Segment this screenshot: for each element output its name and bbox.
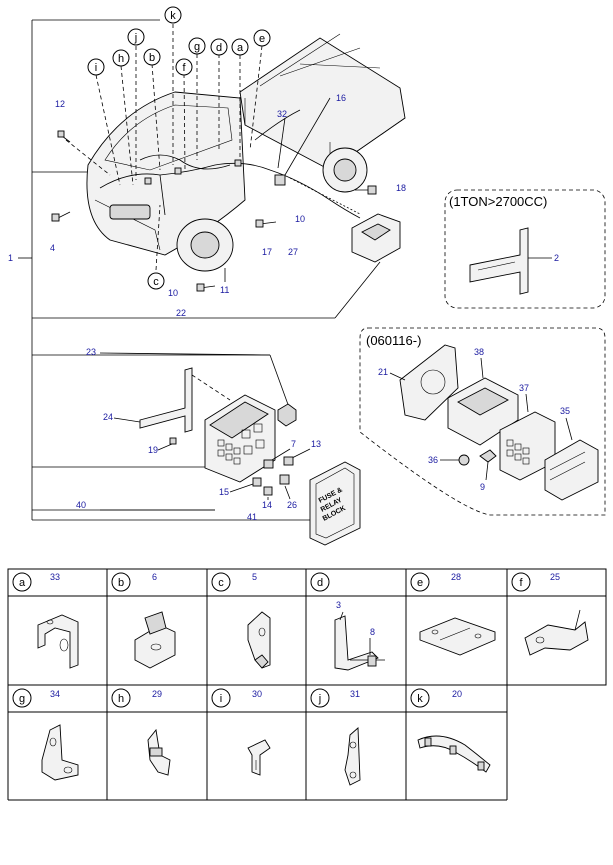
bracket-j bbox=[344, 727, 361, 786]
bracket-c bbox=[247, 611, 271, 669]
fuse-relay-group: 23 24 19 7 13 bbox=[76, 347, 361, 546]
cell-b-number: 6 bbox=[152, 572, 157, 582]
callout-10b: 10 bbox=[168, 288, 178, 298]
bracket-e bbox=[419, 617, 496, 656]
cell-g-letter: g bbox=[19, 693, 25, 705]
bracket-f bbox=[524, 609, 589, 656]
cell-h-number: 29 bbox=[152, 689, 162, 699]
parts-table bbox=[7, 568, 607, 801]
bracket-a bbox=[37, 614, 79, 669]
bracket-h bbox=[147, 728, 171, 776]
block-37-grid bbox=[506, 439, 530, 465]
cell-g-number: 34 bbox=[50, 689, 60, 699]
cell-a-letter: a bbox=[19, 577, 26, 589]
callout-letter-f: f bbox=[182, 62, 186, 74]
bracket-i bbox=[247, 739, 271, 776]
cell-i-number: 30 bbox=[252, 689, 262, 699]
cell-a-number: 33 bbox=[50, 572, 60, 582]
engine-variant-label: (1TON>2700CC) bbox=[449, 194, 547, 209]
callout-37: 37 bbox=[519, 383, 529, 393]
callout-35: 35 bbox=[560, 406, 570, 416]
callout-letter-k: k bbox=[170, 10, 176, 22]
cell-d-part-3: 3 bbox=[336, 600, 341, 610]
table-row-2: g 34 h 29 i 30 j 31 k 20 bbox=[12, 688, 491, 786]
callout-2: 2 bbox=[554, 253, 559, 263]
callout-1: 1 bbox=[8, 253, 13, 263]
cell-e-number: 28 bbox=[451, 572, 461, 582]
callout-letter-j: j bbox=[134, 32, 137, 44]
callout-14: 14 bbox=[262, 500, 272, 510]
cell-c-number: 5 bbox=[252, 572, 257, 582]
callout-40: 40 bbox=[76, 500, 86, 510]
callout-11: 11 bbox=[220, 285, 229, 295]
callout-letter-c: c bbox=[153, 276, 159, 288]
cell-e-letter: e bbox=[417, 577, 423, 589]
bracket-b bbox=[134, 611, 176, 669]
cell-d-part-8: 8 bbox=[370, 627, 375, 637]
cell-j-letter: j bbox=[318, 693, 321, 705]
callout-27: 27 bbox=[288, 247, 298, 257]
callout-letter-b: b bbox=[149, 52, 155, 64]
callout-38: 38 bbox=[474, 347, 484, 357]
callout-24: 24 bbox=[103, 412, 113, 422]
letter-leader-lines bbox=[65, 24, 331, 271]
callout-letter-g: g bbox=[194, 41, 200, 53]
letter-callouts: k j b g a e i h f d c bbox=[87, 6, 271, 290]
cell-i-letter: i bbox=[220, 693, 222, 705]
date-variant-box: (060116-) 21 38 37 35 36 bbox=[359, 327, 606, 516]
callout-letter-d: d bbox=[216, 42, 222, 54]
callout-4: 4 bbox=[50, 243, 55, 253]
fuse-grid bbox=[217, 423, 265, 465]
callout-26: 26 bbox=[287, 500, 297, 510]
bracket-k bbox=[417, 735, 491, 773]
callout-21: 21 bbox=[378, 367, 388, 377]
callout-13: 13 bbox=[311, 439, 321, 449]
callout-15: 15 bbox=[219, 487, 229, 497]
callout-letter-i: i bbox=[95, 62, 97, 74]
callout-10a: 10 bbox=[295, 214, 305, 224]
cell-b-letter: b bbox=[118, 577, 124, 589]
cell-k-letter: k bbox=[417, 693, 423, 705]
cell-f-letter: f bbox=[519, 577, 523, 589]
cell-j-number: 31 bbox=[350, 689, 360, 699]
truck-illustration bbox=[51, 33, 406, 292]
cell-k-number: 20 bbox=[452, 689, 462, 699]
callout-7: 7 bbox=[291, 439, 296, 449]
callout-letter-a: a bbox=[237, 42, 244, 54]
callout-18: 18 bbox=[396, 183, 406, 193]
callout-22: 22 bbox=[176, 308, 186, 318]
callout-letter-e: e bbox=[259, 33, 265, 45]
cell-h-letter: h bbox=[118, 693, 124, 705]
callout-41: 41 bbox=[247, 512, 257, 522]
cell-f-number: 25 bbox=[550, 572, 560, 582]
callout-36: 9 bbox=[480, 482, 485, 492]
number-callouts: 12 16 32 18 4 10 17 27 10 11 22 1 bbox=[8, 93, 406, 318]
callout-23: 23 bbox=[86, 347, 96, 357]
callout-16: 16 bbox=[336, 93, 346, 103]
callout-17: 17 bbox=[262, 247, 272, 257]
callout-19: 36 bbox=[428, 455, 438, 465]
bracket-d bbox=[334, 611, 385, 671]
callout-12: 12 bbox=[55, 99, 65, 109]
cell-c-letter: c bbox=[218, 577, 224, 589]
engine-variant-box: (1TON>2700CC) 2 bbox=[444, 189, 606, 309]
cell-d-letter: d bbox=[317, 577, 323, 589]
date-variant-label: (060116-) bbox=[366, 333, 421, 348]
callout-letter-h: h bbox=[118, 53, 124, 65]
callout-32: 32 bbox=[277, 109, 287, 119]
callout-9: 19 bbox=[148, 445, 158, 455]
bracket-g bbox=[41, 724, 79, 781]
table-row-1: a 33 b 6 c 5 d 3 8 e 28 f 25 bbox=[12, 572, 589, 671]
